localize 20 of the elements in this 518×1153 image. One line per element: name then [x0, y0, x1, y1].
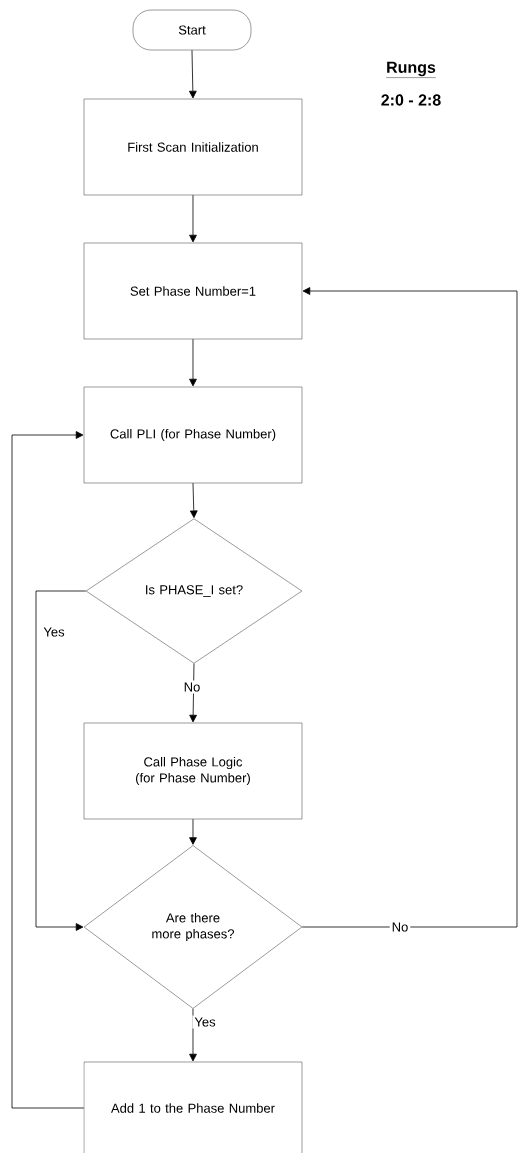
arrow	[189, 338, 197, 387]
edge-label: Yes	[192, 1015, 218, 1029]
arrow	[301, 287, 518, 928]
process-box: First Scan Initialization	[83, 98, 303, 196]
edge-label: Yes	[41, 625, 67, 639]
arrow	[189, 663, 197, 723]
edge-label: No	[389, 920, 411, 934]
arrow	[189, 194, 197, 243]
process-box: Call PLI (for Phase Number)	[83, 386, 303, 484]
heading: Rungs	[385, 61, 437, 78]
arrow	[189, 818, 197, 845]
rung-range: 2:0 - 2:8	[381, 94, 441, 106]
arrow	[11, 431, 85, 1109]
edge-label: No	[181, 680, 203, 694]
arrow	[35, 590, 87, 931]
process-box: Set Phase Number=1	[83, 242, 303, 340]
process-box: Add 1 to the Phase Number	[83, 1061, 303, 1153]
arrow	[189, 49, 197, 99]
arrow	[189, 482, 198, 518]
process-box: Call Phase Logic (for Phase Number)	[83, 722, 303, 820]
